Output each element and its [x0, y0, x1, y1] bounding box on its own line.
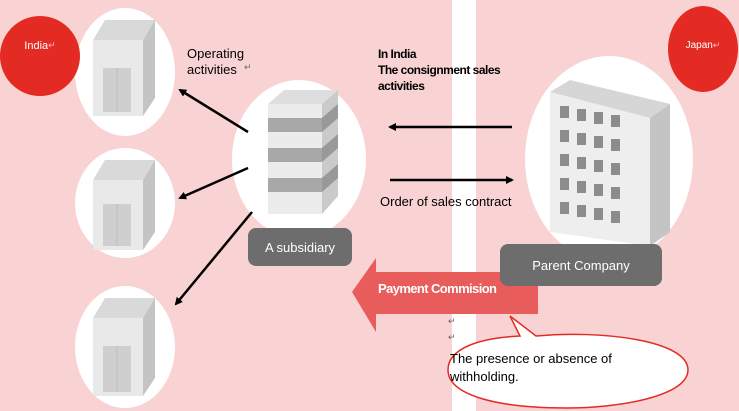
- india-circle: India↵: [0, 16, 80, 96]
- return-mark: ↵: [448, 332, 456, 342]
- payment-arrow: [352, 258, 538, 332]
- arrow-to-branch-1: [178, 88, 249, 134]
- arrow-to-branch-2: [178, 166, 249, 200]
- payment-label: Payment Commision: [378, 281, 497, 296]
- branch-building-icon-3: [93, 298, 155, 396]
- subsidiary-building-icon: [268, 90, 338, 214]
- japan-label: Japan: [685, 40, 713, 51]
- border-divider: [452, 0, 476, 411]
- india-label: India: [24, 40, 49, 52]
- branch-building-icon-2: [93, 160, 155, 250]
- japan-circle: Japan↵: [668, 6, 738, 92]
- parent-label: Parent Company: [500, 244, 662, 286]
- branch-building-icon-1: [93, 20, 155, 116]
- callout-bubble: [447, 315, 689, 409]
- arrow-to-branch-3: [174, 211, 253, 306]
- order-label: Order of sales contract: [380, 194, 512, 209]
- consignment-label: In India The consignment sales activitie…: [378, 47, 501, 93]
- return-mark: ↵: [448, 316, 456, 326]
- operating-activities-label: Operating activities: [187, 46, 245, 77]
- return-mark: ↵: [244, 62, 252, 72]
- parent-building-icon: [550, 80, 670, 246]
- subsidiary-label: A subsidiary: [248, 228, 352, 266]
- withholding-label: The presence or absence of withholding.: [450, 351, 612, 384]
